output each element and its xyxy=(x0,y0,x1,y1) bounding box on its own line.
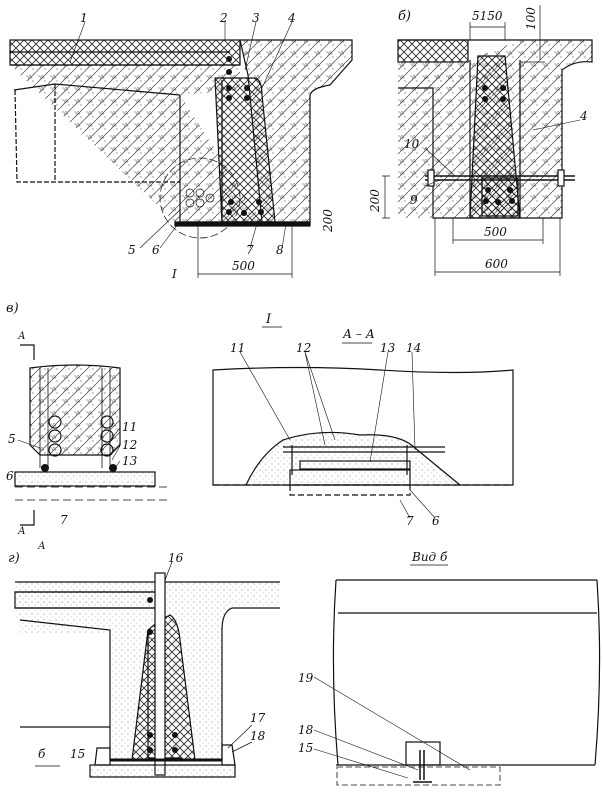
callout-18: 18 xyxy=(250,729,266,743)
section-a-a-title: А – А xyxy=(343,327,375,341)
callout-12: 12 xyxy=(296,341,312,355)
detail-I-title: I xyxy=(266,312,272,327)
callout-4: 4 xyxy=(580,109,588,123)
dim-200: 200 xyxy=(321,209,335,232)
callout-10: 10 xyxy=(404,137,420,151)
panel-v-section xyxy=(14,344,170,526)
callout-19: 19 xyxy=(298,671,314,685)
section-mark-a-bottom: А xyxy=(18,526,26,537)
callout-9: 9 xyxy=(410,193,418,207)
callout-16: 16 xyxy=(168,551,184,565)
callout-13: 13 xyxy=(380,341,396,355)
callout-3: 3 xyxy=(252,11,260,25)
panel-a-section xyxy=(9,21,353,278)
dim-500: 500 xyxy=(484,225,507,239)
section-mark-a: А xyxy=(38,541,46,552)
panel-v-title: в) xyxy=(6,301,19,316)
dim-5150: 5150 xyxy=(472,9,503,23)
callout-11: 11 xyxy=(230,341,246,355)
callout-8: 8 xyxy=(276,243,284,257)
callout-14: 14 xyxy=(406,341,422,355)
view-b-title: Вид б xyxy=(412,550,448,564)
dim-200: 200 xyxy=(368,189,382,212)
callout-1: 1 xyxy=(80,11,88,25)
section-mark-a-top: А xyxy=(18,331,26,342)
callout-2: 2 xyxy=(220,11,228,25)
callout-13: 13 xyxy=(122,454,138,468)
callout-11: 11 xyxy=(122,420,138,434)
dim-100: 100 xyxy=(524,7,538,30)
callout-17: 17 xyxy=(250,711,266,725)
callout-5: 5 xyxy=(128,243,136,257)
view-b-section xyxy=(313,564,601,786)
dim-500: 500 xyxy=(232,259,255,273)
panel-g-title: г) xyxy=(8,551,20,566)
panel-b-title: б) xyxy=(398,9,412,24)
view-mark-b: б xyxy=(38,747,46,761)
callout-7: 7 xyxy=(60,513,68,527)
callout-15: 15 xyxy=(70,747,86,761)
callout-6: 6 xyxy=(6,469,14,483)
dim-600: 600 xyxy=(485,257,508,271)
callout-12: 12 xyxy=(122,438,138,452)
callout-7: 7 xyxy=(246,243,254,257)
detail-mark-I: I xyxy=(172,267,177,281)
callout-18: 18 xyxy=(298,723,314,737)
panel-b-section xyxy=(382,5,593,276)
callout-5: 5 xyxy=(8,432,16,446)
detail-I-section xyxy=(212,326,514,519)
callout-4: 4 xyxy=(288,11,296,25)
callout-6: 6 xyxy=(432,514,440,528)
callout-6: 6 xyxy=(152,243,160,257)
callout-15: 15 xyxy=(298,741,314,755)
callout-7: 7 xyxy=(406,514,414,528)
panel-g-section xyxy=(14,561,280,778)
